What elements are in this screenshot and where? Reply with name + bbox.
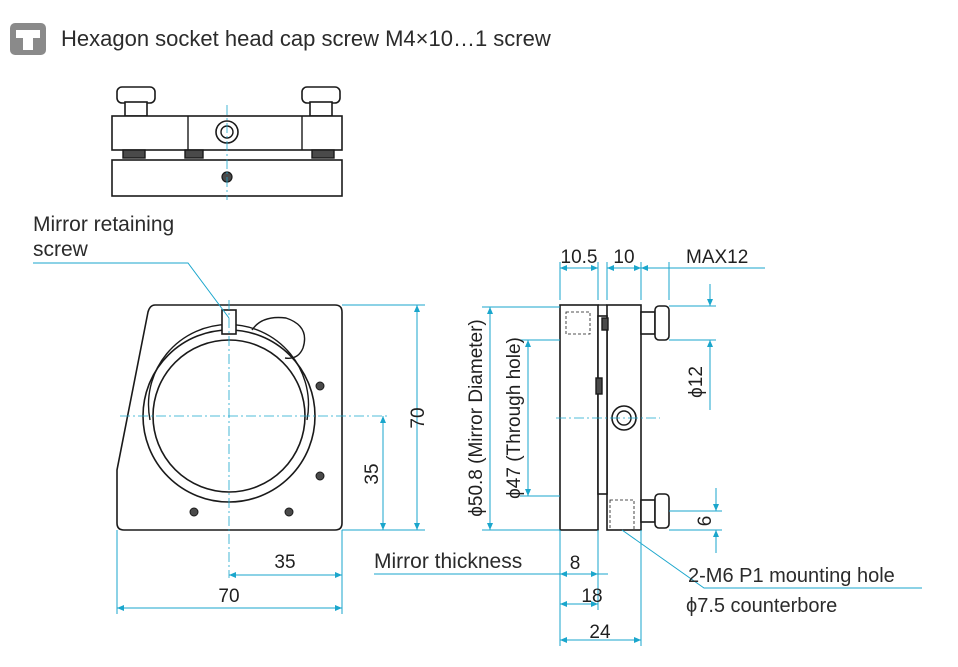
dim-max-12: MAX12 (686, 247, 748, 268)
retaining-screw-label-2: screw (33, 238, 89, 261)
dim-mirror-thickness-8: 8 (570, 553, 581, 574)
retaining-screw-label-1: Mirror retaining (33, 213, 174, 236)
mirror-thickness-label: Mirror thickness (374, 550, 522, 573)
screw-icon (10, 23, 46, 55)
dim-width-35: 35 (274, 552, 295, 573)
dim-offset-6: 6 (695, 516, 716, 527)
mounting-hole-label: 2-M6 P1 mounting hole (688, 565, 895, 587)
dim-depth-24: 24 (589, 622, 611, 643)
mirror-diameter-label: ϕ50.8 (Mirror Diameter) (466, 319, 487, 517)
counterbore-label: ϕ7.5 counterbore (686, 595, 837, 617)
dim-width-70: 70 (218, 586, 239, 607)
side-dimensions (374, 262, 922, 646)
through-hole-label: ϕ47 (Through hole) (504, 337, 525, 499)
top-view (111, 86, 343, 200)
front-view (116, 300, 388, 578)
dim-plate-10: 10 (613, 247, 634, 268)
header-title: Hexagon socket head cap screw M4×10…1 sc… (61, 26, 551, 51)
dim-knob-diameter: ϕ12 (686, 366, 707, 398)
retaining-screw-leader (33, 262, 230, 319)
dim-height-70: 70 (408, 407, 429, 428)
side-view (556, 304, 670, 531)
dim-depth-18: 18 (581, 586, 602, 607)
dim-plate-10-5: 10.5 (561, 247, 598, 268)
front-dimensions (116, 304, 425, 614)
dim-height-35: 35 (362, 463, 383, 484)
